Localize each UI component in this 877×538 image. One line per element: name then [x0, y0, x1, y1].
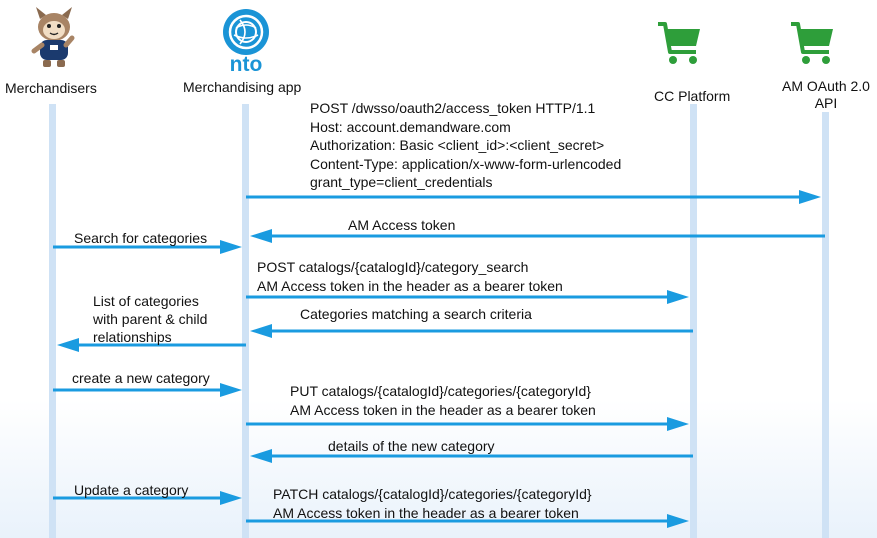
- actor-label-cc: CC Platform: [654, 88, 731, 104]
- message-label-matching: Categories matching a search criteria: [300, 306, 532, 322]
- message-arrow: [250, 324, 693, 338]
- message-label-put: PUT catalogs/{catalogId}/categories/{cat…: [290, 383, 596, 418]
- astro-mascot-icon: [31, 7, 75, 67]
- actor-label-app: Merchandising app: [183, 79, 302, 95]
- message-label-patch: PATCH catalogs/{catalogId}/categories/{c…: [273, 486, 592, 521]
- message-arrow: [246, 514, 689, 528]
- message-arrow: [246, 290, 689, 304]
- message-label-category-list: List of categories with parent & child r…: [93, 293, 208, 345]
- shopping-cart-icon: [658, 22, 700, 64]
- arrow-head: [220, 240, 242, 254]
- message-label-search: Search for categories: [74, 230, 208, 246]
- message-arrow: [246, 190, 821, 204]
- arrow-head: [220, 491, 242, 505]
- message-label-access-token: AM Access token: [348, 217, 456, 233]
- message-arrow: [53, 383, 242, 397]
- arrow-head: [667, 514, 689, 528]
- message-label-update: Update a category: [74, 482, 189, 498]
- nto-logo-icon: [223, 9, 269, 55]
- arrow-head: [799, 190, 821, 204]
- actor-label-am: AM OAuth 2.0 API: [782, 78, 870, 111]
- message-arrow: [53, 240, 242, 254]
- nto-logo-text: nto: [229, 53, 263, 76]
- arrow-head: [220, 383, 242, 397]
- lifeline-app: [242, 104, 249, 538]
- message-label-category-search: POST catalogs/{catalogId}/category_searc…: [257, 259, 563, 294]
- message-label-create: create a new category: [72, 370, 210, 386]
- arrow-head: [667, 417, 689, 431]
- message-arrow: [250, 449, 693, 463]
- message-arrow: [53, 491, 242, 505]
- lifeline-merchandisers: [49, 104, 56, 538]
- message-label-token-request: POST /dwsso/oauth2/access_token HTTP/1.1…: [310, 100, 622, 190]
- message-arrow: [57, 338, 246, 352]
- lifeline-am: [822, 112, 829, 538]
- actor-label-merchandisers: Merchandisers: [5, 80, 97, 96]
- arrow-head: [250, 324, 272, 338]
- message-arrow: [246, 417, 689, 431]
- message-arrow: [250, 229, 825, 243]
- arrow-head: [667, 290, 689, 304]
- arrow-head: [250, 449, 272, 463]
- message-label-details: details of the new category: [328, 438, 495, 454]
- arrow-head: [250, 229, 272, 243]
- lifeline-cc: [690, 104, 697, 538]
- shopping-cart-icon: [791, 22, 833, 64]
- arrow-head: [57, 338, 79, 352]
